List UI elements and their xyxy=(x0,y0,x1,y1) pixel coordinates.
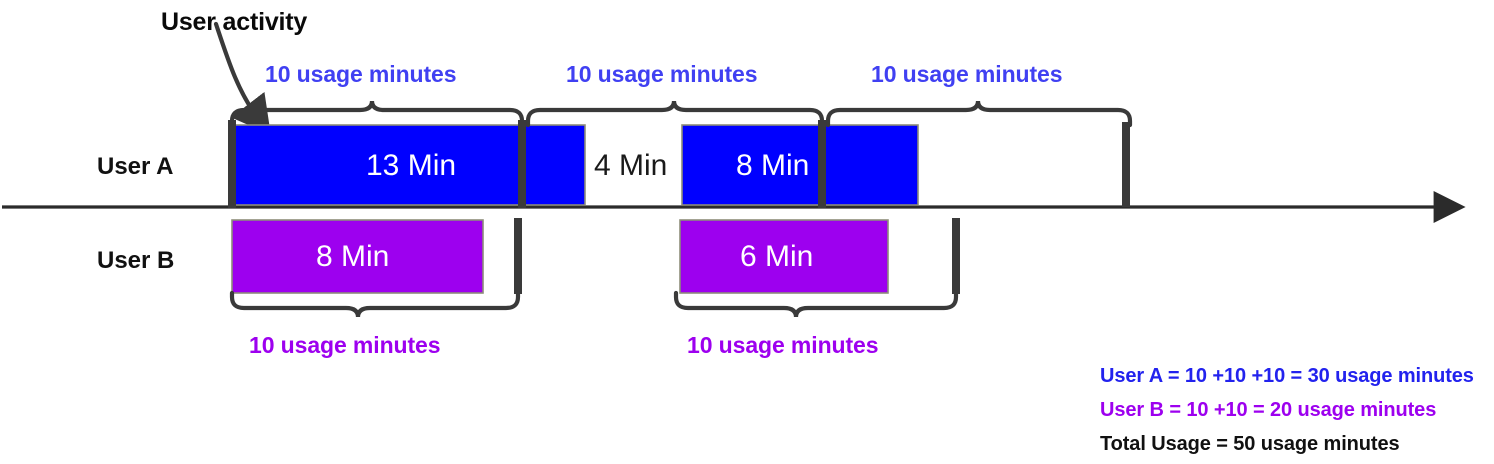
user-b-brace-2 xyxy=(673,290,959,318)
legend-line-user-b: User B = 10 +10 = 20 usage minutes xyxy=(1100,399,1437,421)
brace-label-user-b-1: 10 usage minutes xyxy=(249,332,441,358)
gap-label-user-a: 4 Min xyxy=(594,149,668,182)
bar-label-user-b-1: 8 Min xyxy=(316,240,390,273)
user-b-brace-1 xyxy=(229,290,521,318)
user-a-brace-2 xyxy=(525,100,825,128)
user-b-bars xyxy=(231,219,889,294)
user-activity-annotation: User activity xyxy=(161,8,308,36)
row-label-user-b: User B xyxy=(97,247,175,274)
user-a-tick-marks xyxy=(228,120,1130,208)
brace-label-user-a-3: 10 usage minutes xyxy=(871,61,1063,87)
user-b-tick-marks xyxy=(514,218,960,294)
bar-label-user-a-2: 8 Min xyxy=(736,149,810,182)
user-activity-pointer-arrow xyxy=(213,21,271,135)
row-label-user-a: User A xyxy=(97,153,174,180)
legend-line-user-a: User A = 10 +10 +10 = 30 usage minutes xyxy=(1100,365,1474,387)
bar-label-user-b-2: 6 Min xyxy=(740,240,814,273)
legend-line-total: Total Usage = 50 usage minutes xyxy=(1100,433,1400,455)
brace-label-user-a-1: 10 usage minutes xyxy=(265,61,457,87)
brace-label-user-b-2: 10 usage minutes xyxy=(687,332,879,358)
bar-label-user-a-1: 13 Min xyxy=(366,149,457,182)
user-a-bars xyxy=(231,124,919,206)
brace-label-user-a-2: 10 usage minutes xyxy=(566,61,758,87)
user-a-brace-3 xyxy=(825,100,1133,128)
user-a-brace-1 xyxy=(229,100,525,128)
